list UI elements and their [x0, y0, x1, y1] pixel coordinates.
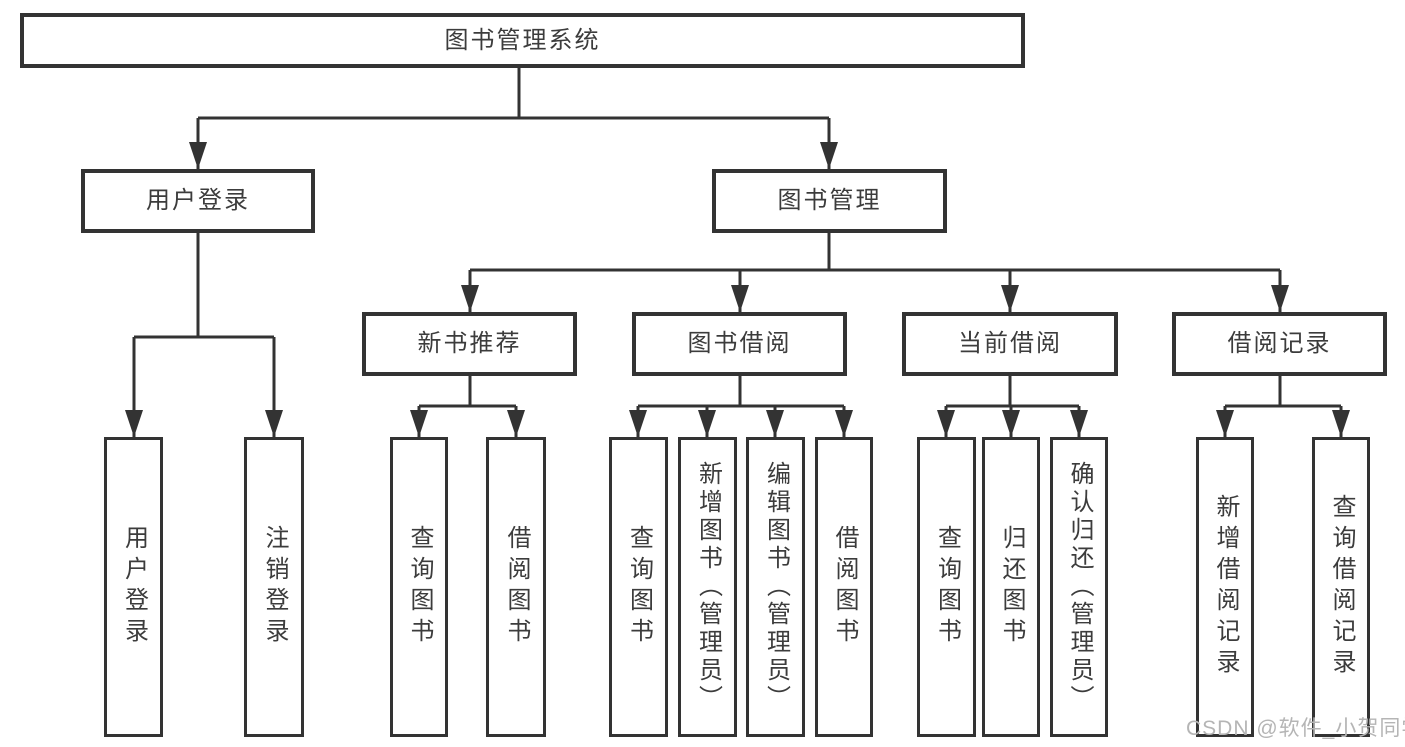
node-book-borrow: 图书借阅: [632, 312, 847, 376]
leaf-current-query-books-label: 查询图书: [933, 525, 961, 649]
connector-bus: [134, 68, 1341, 408]
leaf-current-return-books: 归还图书: [982, 437, 1040, 737]
leaf-recommend-query-books-label: 查询图书: [406, 525, 433, 649]
leaf-records-add-record: 新增借阅记录: [1196, 437, 1254, 737]
node-book-management-label: 图书管理: [777, 187, 882, 214]
node-current-borrow-label: 当前借阅: [958, 330, 1062, 357]
leaf-borrow-query-books-label: 查询图书: [625, 525, 653, 649]
node-user-login-label: 用户登录: [146, 187, 250, 214]
node-root: 图书管理系统: [20, 13, 1025, 68]
leaf-borrow-borrow-books-label: 借阅图书: [831, 525, 858, 649]
leaf-borrow-edit-books-label: 编辑图书（管理员）: [762, 461, 790, 713]
leaf-current-confirm-return-label: 确认归还（管理员）: [1066, 461, 1093, 713]
node-new-book-recommend-label: 新书推荐: [417, 330, 522, 357]
leaf-logout: 注销登录: [244, 437, 304, 737]
leaf-records-query-record-label: 查询借阅记录: [1328, 494, 1355, 680]
leaf-current-query-books: 查询图书: [917, 437, 976, 737]
leaf-current-confirm-return: 确认归还（管理员）: [1050, 437, 1108, 737]
leaf-user-login-label: 用户登录: [120, 525, 148, 649]
node-borrow-records: 借阅记录: [1172, 312, 1387, 376]
leaf-borrow-query-books: 查询图书: [609, 437, 668, 737]
node-user-login: 用户登录: [81, 169, 315, 233]
leaf-records-add-record-label: 新增借阅记录: [1212, 494, 1239, 680]
node-current-borrow: 当前借阅: [902, 312, 1118, 376]
leaf-current-return-books-label: 归还图书: [998, 525, 1025, 649]
leaf-borrow-borrow-books: 借阅图书: [815, 437, 873, 737]
leaf-recommend-borrow-books: 借阅图书: [486, 437, 546, 737]
leaf-user-login: 用户登录: [104, 437, 163, 737]
node-root-label: 图书管理系统: [444, 26, 601, 54]
leaf-recommend-query-books: 查询图书: [390, 437, 448, 737]
node-book-management: 图书管理: [712, 169, 947, 233]
leaf-recommend-borrow-books-label: 借阅图书: [503, 525, 530, 649]
leaf-borrow-add-books-label: 新增图书（管理员）: [694, 461, 722, 713]
node-borrow-records-label: 借阅记录: [1227, 330, 1332, 357]
watermark: CSDN @软件_小贺同学: [1186, 717, 1405, 740]
leaf-logout-label: 注销登录: [261, 525, 288, 649]
leaf-borrow-add-books: 新增图书（管理员）: [678, 437, 737, 737]
leaf-borrow-edit-books: 编辑图书（管理员）: [746, 437, 805, 737]
connector-arrows: [125, 118, 1350, 437]
leaf-records-query-record: 查询借阅记录: [1312, 437, 1370, 737]
node-book-borrow-label: 图书借阅: [687, 330, 792, 357]
node-new-book-recommend: 新书推荐: [362, 312, 577, 376]
